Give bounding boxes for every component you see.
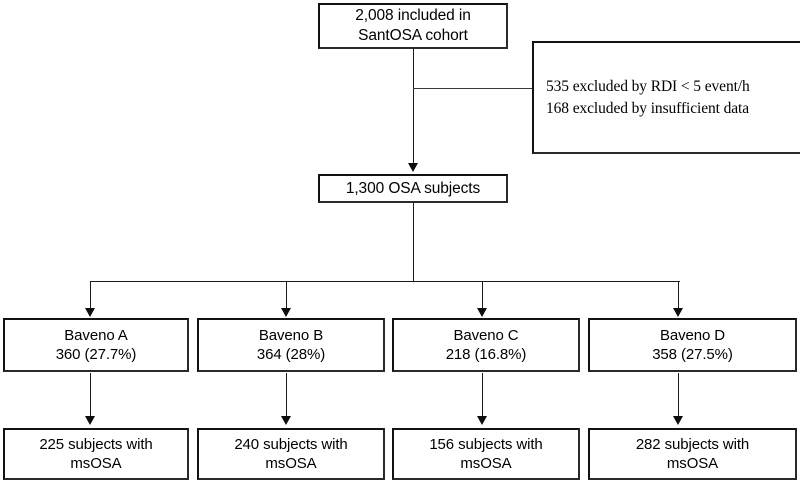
node-msosa-c: 156 subjects with msOSA (392, 428, 580, 480)
node-baveno-d-count: 358 (27.5%) (652, 346, 733, 363)
node-msosa-b: 240 subjects with msOSA (197, 428, 385, 480)
connector-split-to-baveno-a-arrowhead (85, 308, 95, 317)
node-baveno-a-name: Baveno A (64, 326, 128, 344)
connector-baveno-d-to-msosa (678, 373, 679, 417)
node-baveno-b: Baveno B 364 (28%) (197, 318, 385, 372)
node-msosa-a-line-1: 225 subjects with (39, 435, 153, 453)
connector-cohort-to-osa-arrowhead (408, 163, 418, 172)
node-msosa-c-line-1: 156 subjects with (429, 435, 543, 453)
connector-baveno-c-to-msosa-arrowhead (477, 416, 487, 425)
node-baveno-b-name: Baveno B (258, 326, 324, 344)
connector-split-to-baveno-d-arrowhead (673, 308, 683, 317)
connector-split-to-baveno-c (482, 281, 483, 309)
node-baveno-c: Baveno C 218 (16.8%) (392, 318, 580, 372)
node-excluded: 535 excluded by RDI < 5 event/h 168 excl… (532, 41, 800, 154)
node-cohort-line-1: 2,008 included in (355, 7, 471, 25)
node-baveno-d-name: Baveno D (659, 326, 726, 344)
connector-split-to-baveno-d (678, 281, 679, 309)
node-msosa-c-line-2: msOSA (460, 455, 512, 472)
connector-split-to-baveno-c-arrowhead (477, 308, 487, 317)
node-osa-subjects-line-1: 1,300 OSA subjects (345, 179, 481, 197)
node-baveno-a-count: 360 (27.7%) (55, 346, 137, 363)
connector-baveno-d-to-msosa-arrowhead (673, 416, 683, 425)
connector-split-to-baveno-b-arrowhead (281, 308, 291, 317)
node-excluded-line-2: 168 excluded by insufficient data (546, 99, 750, 117)
connector-baveno-a-to-msosa-arrowhead (85, 416, 95, 425)
node-excluded-line-1: 535 excluded by RDI < 5 event/h (546, 78, 750, 96)
connector-split-bar (90, 281, 680, 282)
connector-baveno-c-to-msosa (482, 373, 483, 417)
node-msosa-d: 282 subjects with msOSA (588, 428, 797, 480)
connector-baveno-b-to-msosa-arrowhead (281, 416, 291, 425)
connector-osa-to-split (413, 203, 414, 282)
node-msosa-d-line-1: 282 subjects with (635, 435, 750, 453)
connector-split-to-baveno-b (286, 281, 287, 309)
node-baveno-a: Baveno A 360 (27.7%) (3, 318, 189, 372)
node-msosa-b-line-2: msOSA (265, 455, 317, 472)
connector-trunk-to-excluded (413, 88, 532, 89)
node-baveno-d: Baveno D 358 (27.5%) (588, 318, 797, 372)
node-baveno-c-count: 218 (16.8%) (445, 346, 527, 363)
node-osa-subjects: 1,300 OSA subjects (318, 174, 508, 203)
node-cohort-total: 2,008 included in SantOSA cohort (318, 3, 508, 49)
node-msosa-a: 225 subjects with msOSA (3, 428, 189, 480)
node-baveno-b-count: 364 (28%) (256, 346, 326, 363)
node-baveno-c-name: Baveno C (453, 326, 519, 344)
connector-baveno-b-to-msosa (286, 373, 287, 417)
node-msosa-a-line-2: msOSA (70, 455, 122, 472)
connector-cohort-to-osa (413, 49, 414, 164)
node-cohort-line-2: SantOSA cohort (358, 27, 468, 44)
connector-baveno-a-to-msosa (90, 373, 91, 417)
node-msosa-d-line-2: msOSA (666, 455, 719, 472)
node-msosa-b-line-1: 240 subjects with (234, 435, 348, 453)
connector-split-to-baveno-a (90, 281, 91, 309)
